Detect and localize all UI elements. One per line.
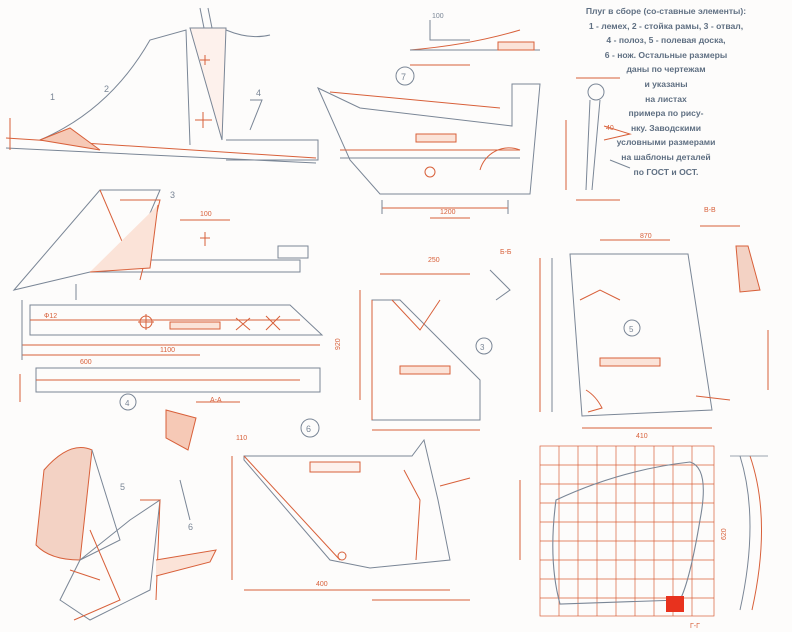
dim-100: 100 — [200, 211, 212, 218]
svg-text:5: 5 — [629, 325, 634, 334]
dim-40: 40 — [606, 125, 614, 132]
caption-line: условными размерами — [616, 137, 716, 148]
dim-600: 600 — [80, 359, 92, 366]
dim-620: 620 — [721, 528, 728, 540]
svg-text:3: 3 — [480, 343, 485, 352]
caption-line: 4 - полоз, 5 - полевая доска, — [606, 35, 726, 46]
svg-text:100: 100 — [432, 13, 444, 20]
callout-6: 6 — [188, 522, 193, 532]
caption-line: на шаблоны деталей — [621, 151, 711, 162]
caption-line: нку. Заводскими — [630, 122, 702, 133]
svg-text:4: 4 — [125, 399, 130, 408]
callout-1: 1 — [50, 92, 55, 102]
callout-5: 5 — [120, 482, 125, 492]
caption-line: примера по рису- — [628, 108, 704, 119]
dim-f12: Ф12 — [44, 313, 57, 320]
detail-lever — [565, 77, 632, 201]
plough-assembly — [35, 447, 217, 621]
svg-text:6: 6 — [306, 424, 311, 434]
detail-wedge: 3 — [359, 269, 511, 431]
callout-2: 2 — [104, 84, 109, 94]
caption-line: Плуг в сборе (со-ставные элементы): — [585, 6, 747, 16]
dim-1100: 1100 — [160, 347, 175, 354]
template-grid — [539, 445, 768, 617]
dim-400: 400 — [316, 581, 328, 588]
caption-line: и указаны — [644, 78, 688, 89]
caption-line: по ГОСТ и ОСТ. — [633, 166, 699, 177]
section-mark-2: Б-Б — [500, 249, 512, 256]
dim-250: 250 — [428, 257, 440, 264]
caption-line: 6 - нож. Остальные размеры — [604, 49, 728, 60]
detail-frame — [12, 189, 309, 300]
detail-4: 4 — [119, 393, 240, 451]
callout-3: 3 — [170, 190, 175, 200]
caption-line: даны по чертежам — [626, 64, 706, 75]
section-mark-1: А-А — [210, 397, 222, 404]
callout-4: 4 — [256, 88, 261, 98]
svg-text:7: 7 — [401, 72, 406, 82]
detail-long-bar — [19, 300, 324, 402]
detail-7: 7 — [316, 66, 541, 219]
dim-870: 870 — [640, 233, 652, 240]
dim-410: 410 — [636, 433, 648, 440]
dim-110: 110 — [236, 435, 247, 442]
dim-1200: 1200 — [440, 209, 456, 216]
detail-top-small: 100 — [409, 13, 540, 66]
caption-line: 1 - лемех, 2 - стойка рамы, 3 - отвал, — [588, 20, 744, 31]
section-mark-4: Г-Г — [690, 623, 700, 630]
dim-920: 920 — [335, 338, 342, 350]
detail-6: 6 — [231, 418, 521, 601]
section-mark-3: В-В — [704, 207, 716, 214]
plough-side-view — [5, 7, 319, 164]
detail-5: 5 — [539, 225, 769, 429]
drawing-caption: Плуг в сборе (со-ставные элементы): 1 - … — [548, 4, 784, 179]
caption-line: на листах — [645, 93, 687, 104]
